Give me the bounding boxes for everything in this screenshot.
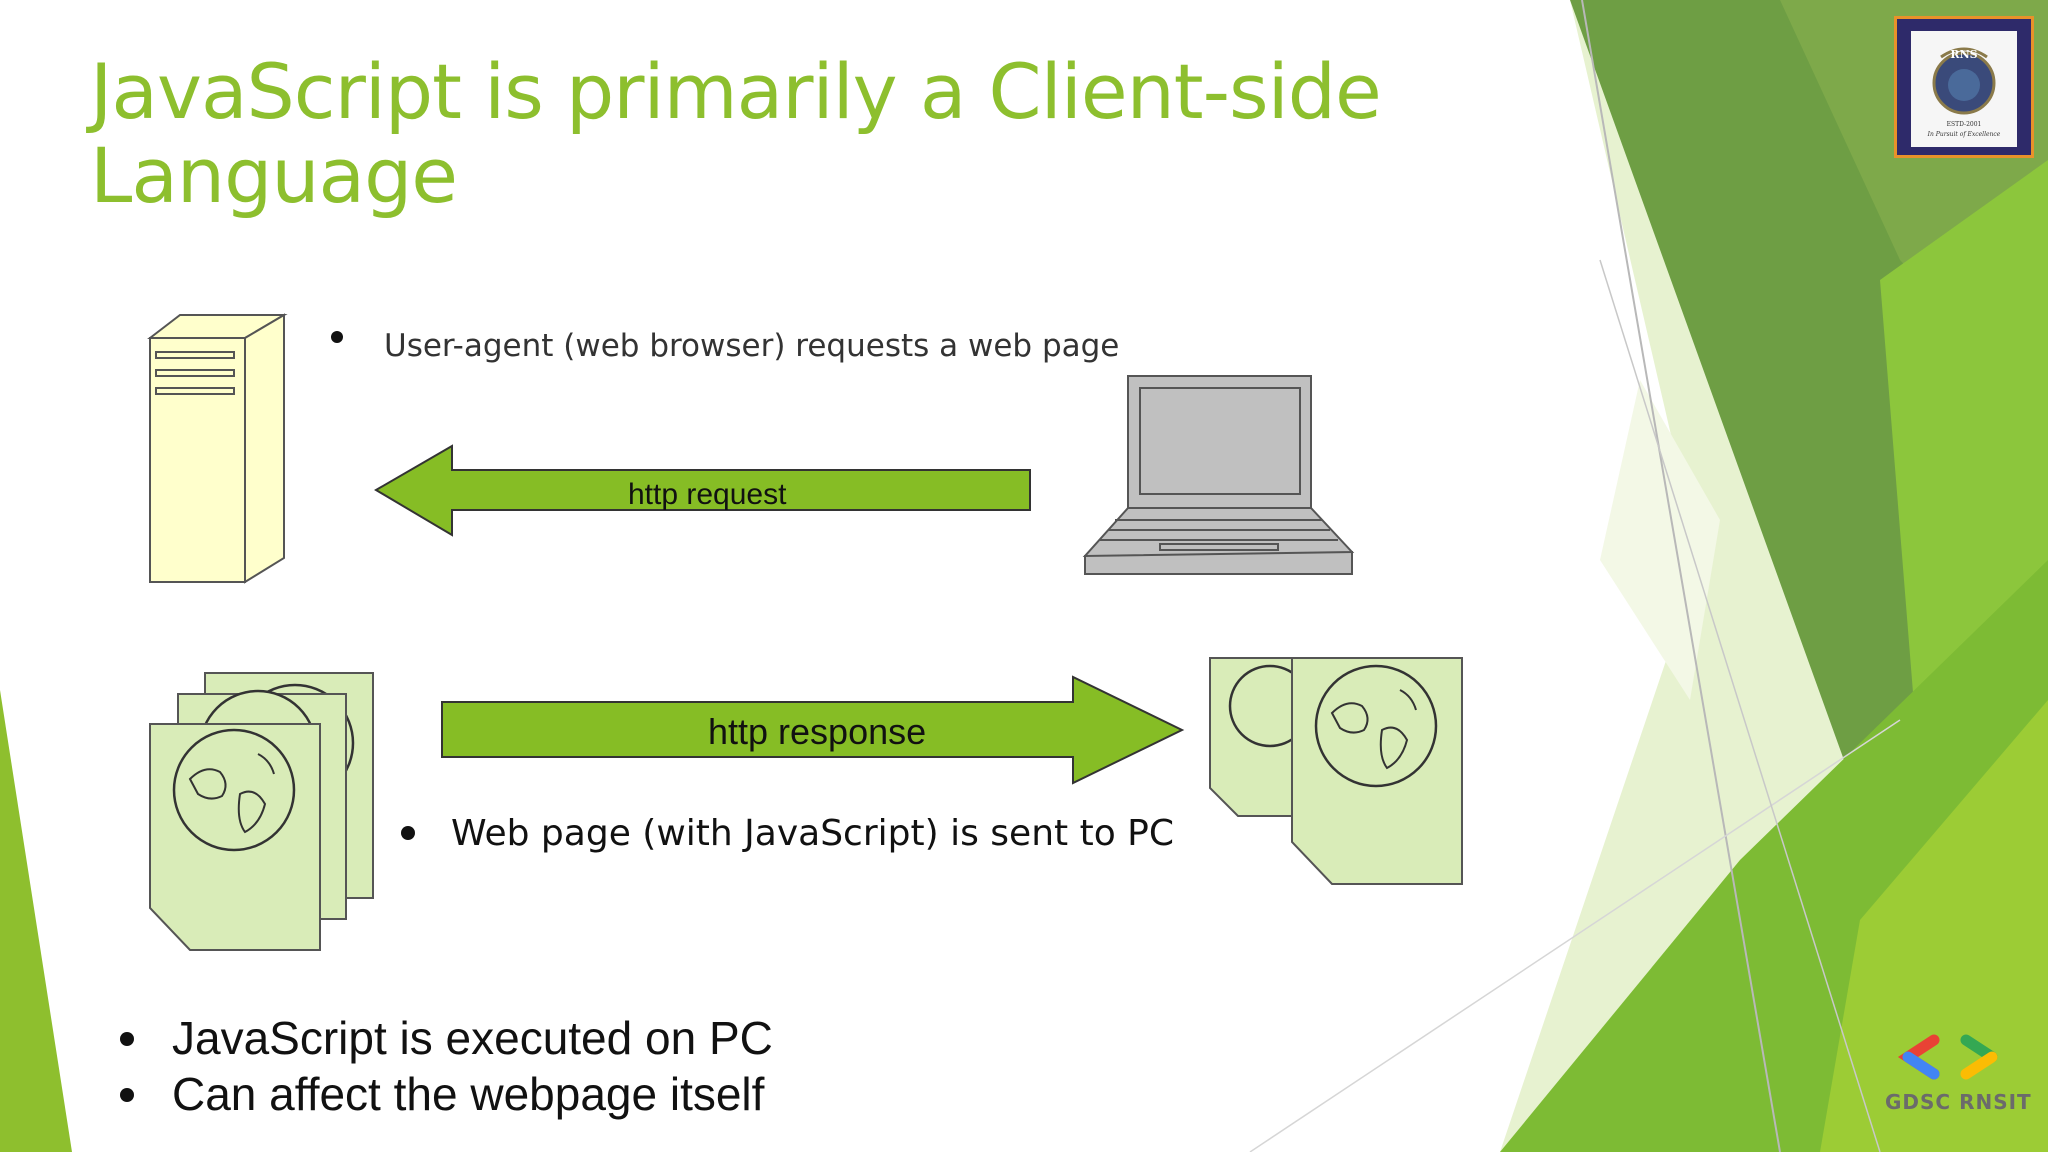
title-line-2: Language [90,131,458,220]
bottom-bullet-list: JavaScript is executed on PC Can affect … [116,1010,773,1122]
left-green-triangle [0,690,72,1152]
request-arrow [374,444,1031,537]
response-bullet-dot [401,826,415,840]
right-panel-pale-strip [1600,380,1720,700]
http-response-label: http response [708,711,927,752]
college-emblem-icon [1932,47,1996,115]
http-request-label: http request [628,478,787,511]
server-icon [147,313,288,584]
college-logo-est-text: ESTD-2001 [1946,121,1982,128]
received-pages-icon [1209,657,1463,885]
college-logo-motto-text: In Pursuit of Excellence [1927,131,2001,138]
college-logo-icon: RNS ESTD-2001 In Pursuit of Excellence [1894,16,2034,158]
college-logo-top-text: RNS [1950,48,1978,61]
right-panel-lime [1820,700,2048,1152]
bullet-dot [120,1088,134,1102]
request-bullet-dot [331,331,343,343]
deco-line-3 [1599,259,1881,1152]
bottom-bullet-item: JavaScript is executed on PC [116,1010,773,1066]
bottom-bullet-item: Can affect the webpage itself [116,1066,773,1122]
gdsc-label: GDSC RNSIT [1885,1090,2032,1114]
bullet-dot [120,1032,134,1046]
response-bullet-text: Web page (with JavaScript) is sent to PC [451,813,1175,854]
deco-line-2 [1249,719,1901,1152]
response-arrow [441,675,1185,785]
bottom-bullet-text: JavaScript is executed on PC [172,1012,773,1064]
slide-title: JavaScript is primarily a Client-side La… [90,50,1390,218]
title-line-1: JavaScript is primarily a Client-side [90,47,1382,136]
college-logo-inner: RNS ESTD-2001 In Pursuit of Excellence [1911,31,2017,147]
request-bullet-text: User-agent (web browser) requests a web … [384,328,1120,364]
bottom-bullet-text: Can affect the webpage itself [172,1068,765,1120]
web-pages-icon [149,672,374,951]
laptop-icon [1082,375,1355,575]
gdsc-logo-icon [1897,1034,1998,1080]
deco-line-1 [1581,0,1781,1152]
